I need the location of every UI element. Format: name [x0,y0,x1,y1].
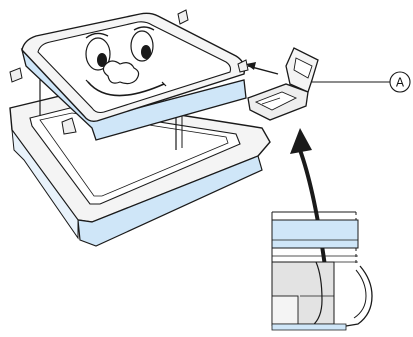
detail-cutaway [272,212,372,330]
mounting-bracket [248,48,318,120]
attach-arrow [246,62,278,74]
callout-label-a: A [396,76,405,90]
callout-a: A [312,72,410,92]
